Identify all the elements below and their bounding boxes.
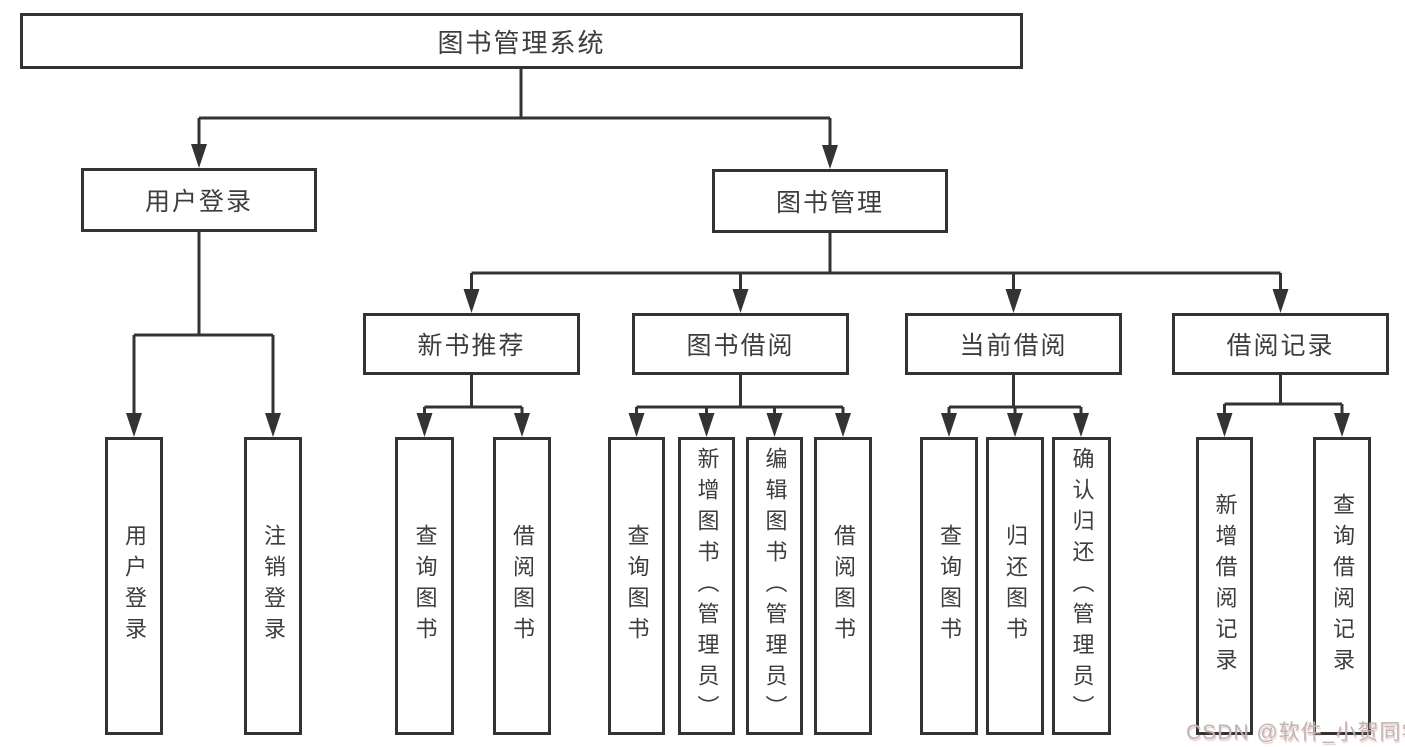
leaf-bb-edit-books-admin-label: 编辑图书（管理员）	[762, 446, 788, 726]
node-book-borrowing-label: 图书借阅	[686, 332, 795, 360]
leaf-cb-return-books: 归还图书	[986, 437, 1044, 735]
node-user-login-label: 用户登录	[144, 188, 253, 216]
connector-new-book-children	[416, 375, 530, 437]
node-book-borrowing: 图书借阅	[632, 313, 849, 375]
leaf-br-add-record: 新增借阅记录	[1196, 437, 1253, 735]
connector-book-mgmt-children	[463, 233, 1289, 313]
leaf-cb-query-books: 查询图书	[920, 437, 978, 735]
leaf-bb-add-books-admin: 新增图书（管理员）	[678, 437, 735, 735]
csdn-watermark: CSDN @软件_小贺同学	[1186, 721, 1405, 744]
leaf-br-query-record: 查询借阅记录	[1313, 437, 1371, 735]
connector-user-login-children	[126, 232, 281, 437]
leaf-nbr-borrow-books-label: 借阅图书	[510, 524, 535, 648]
node-borrow-records-label: 借阅记录	[1226, 332, 1335, 360]
leaf-logout: 注销登录	[244, 437, 302, 735]
leaf-cb-query-books-label: 查询图书	[937, 524, 962, 648]
leaf-nbr-query-books: 查询图书	[395, 437, 454, 735]
node-new-book-recommend: 新书推荐	[363, 313, 580, 375]
leaf-bb-query-books: 查询图书	[608, 437, 665, 735]
leaf-user-login: 用户登录	[105, 437, 163, 735]
node-current-borrowing: 当前借阅	[905, 313, 1122, 375]
node-root-label: 图书管理系统	[437, 27, 606, 58]
leaf-cb-return-books-label: 归还图书	[1003, 524, 1028, 648]
node-root-system: 图书管理系统	[20, 13, 1023, 69]
leaf-br-add-record-label: 新增借阅记录	[1212, 493, 1238, 679]
node-book-management-label: 图书管理	[775, 189, 884, 217]
connector-book-borrow-children	[628, 375, 851, 437]
leaf-nbr-query-books-label: 查询图书	[412, 524, 438, 648]
leaf-bb-edit-books-admin: 编辑图书（管理员）	[746, 437, 803, 735]
node-borrow-records: 借阅记录	[1172, 313, 1389, 375]
connector-current-borrow-children	[941, 375, 1089, 437]
leaf-bb-borrow-books-label: 借阅图书	[831, 524, 856, 648]
leaf-br-query-record-label: 查询借阅记录	[1330, 493, 1355, 679]
leaf-bb-add-books-admin-label: 新增图书（管理员）	[694, 446, 720, 726]
leaf-cb-confirm-return-admin-label: 确认归还（管理员）	[1069, 446, 1095, 726]
leaf-logout-label: 注销登录	[261, 524, 286, 648]
leaf-user-login-label: 用户登录	[122, 524, 147, 648]
node-book-management: 图书管理	[712, 169, 948, 233]
node-user-login: 用户登录	[81, 168, 317, 232]
node-new-book-recommend-label: 新书推荐	[417, 332, 526, 360]
leaf-cb-confirm-return-admin: 确认归还（管理员）	[1052, 437, 1111, 735]
connector-borrow-record-children	[1216, 375, 1350, 437]
leaf-bb-query-books-label: 查询图书	[624, 524, 650, 648]
node-current-borrowing-label: 当前借阅	[959, 332, 1068, 360]
leaf-nbr-borrow-books: 借阅图书	[493, 437, 551, 735]
leaf-bb-borrow-books: 借阅图书	[814, 437, 872, 735]
connector-root-to-level2	[191, 69, 838, 169]
